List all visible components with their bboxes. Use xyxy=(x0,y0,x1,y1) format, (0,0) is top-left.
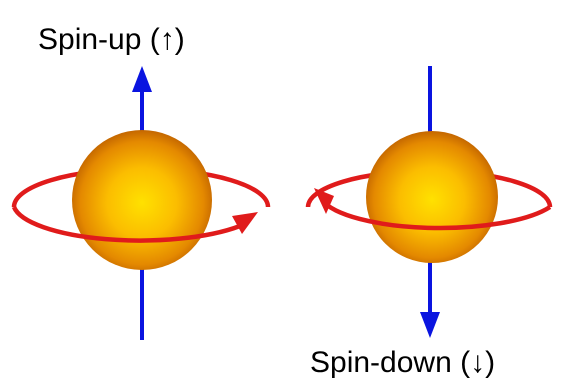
spin-down-particle xyxy=(305,66,553,338)
spin-down-rotation-arrow-icon xyxy=(314,188,334,214)
spin-up-arrow-icon xyxy=(132,66,152,92)
spin-down-arrow-icon xyxy=(420,312,440,338)
spin-down-label: Spin-down (↓) xyxy=(310,346,496,379)
spin-down-sphere xyxy=(366,131,498,263)
spin-up-rotation-ring-front xyxy=(11,206,241,243)
spin-up-rotation-arrow-icon xyxy=(232,212,258,234)
spin-up-label: Spin-up (↑) xyxy=(38,23,185,56)
spin-up-particle xyxy=(11,66,271,340)
spin-up-sphere xyxy=(72,130,212,270)
spin-down-rotation-ring-front xyxy=(320,198,552,231)
